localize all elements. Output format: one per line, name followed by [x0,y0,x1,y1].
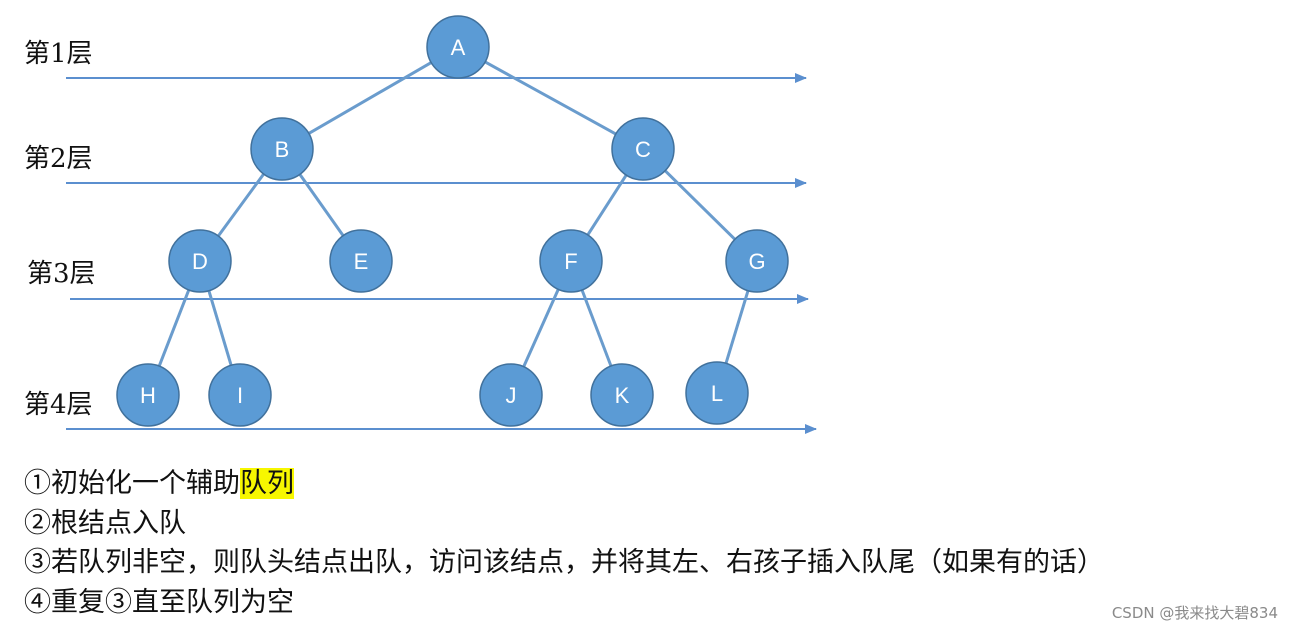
step-1-highlight: 队列 [240,468,294,499]
edge-A-B [308,61,432,135]
tree-nodes: A B C D E F G H I J K L [116,15,789,427]
step-4: ④重复③直至队列为空 [24,586,294,618]
step-1-text: ①初始化一个辅助 [24,468,240,499]
node-circle-G [725,229,789,293]
edge-G-L [724,290,750,364]
tree-node-J: J [479,363,543,427]
node-label-L: L [711,381,723,406]
edge-A-C [484,60,617,136]
edge-B-D [217,173,265,237]
node-circle-F [539,229,603,293]
step-3: ③若队列非空，则队头结点出队，访问该结点，并将其左、右孩子插入队尾（如果有的话） [24,547,1104,578]
node-circle-J [479,363,543,427]
step-2: ②根结点入队 [24,507,186,539]
node-circle-B [250,117,314,181]
tree-node-K: K [590,363,654,427]
node-circle-C [611,117,675,181]
level-label-3: 第3层 [27,259,96,289]
node-label-J: J [506,383,517,408]
level-label-4: 第4层 [24,390,93,420]
level-label-1: 第1层 [24,39,93,69]
watermark: CSDN @我来找大碧834 [1111,604,1278,622]
edge-C-F [586,174,628,236]
tree-node-H: H [116,363,180,427]
node-circle-K [590,363,654,427]
node-label-B: B [275,137,290,162]
node-circle-I [208,363,272,427]
tree-node-G: G [725,229,789,293]
bfs-steps: ①初始化一个辅助队列 ②根结点入队 ③若队列非空，则队头结点出队，访问该结点，并… [24,464,1104,622]
node-label-D: D [192,249,208,274]
tree-node-E: E [329,229,393,293]
tree-node-C: C [611,117,675,181]
tree-node-I: I [208,363,272,427]
node-label-A: A [451,35,466,60]
tree-node-B: B [250,117,314,181]
tree-node-A: A [426,15,490,79]
edge-F-K [580,289,613,367]
node-circle-L [685,361,749,425]
edge-F-J [522,288,560,368]
node-label-G: G [748,249,765,274]
tree-node-L: L [685,361,749,425]
node-label-K: K [615,383,630,408]
edge-C-G [664,169,736,241]
node-label-H: H [140,383,156,408]
tree-edges [157,60,750,368]
edge-D-I [207,290,233,366]
node-label-C: C [635,137,651,162]
node-label-E: E [354,249,369,274]
edge-B-E [298,173,345,237]
edge-D-H [157,289,191,367]
tree-node-F: F [539,229,603,293]
node-circle-E [329,229,393,293]
binary-tree-diagram: 第1层 第2层 第3层 第4层 A B C D E F G H I J K L [24,15,817,434]
node-label-I: I [237,383,243,408]
node-circle-D [168,229,232,293]
step-1: ①初始化一个辅助队列 [24,464,1104,504]
node-label-F: F [564,249,577,274]
level-label-2: 第2层 [24,144,93,174]
node-circle-H [116,363,180,427]
node-circle-A [426,15,490,79]
tree-node-D: D [168,229,232,293]
